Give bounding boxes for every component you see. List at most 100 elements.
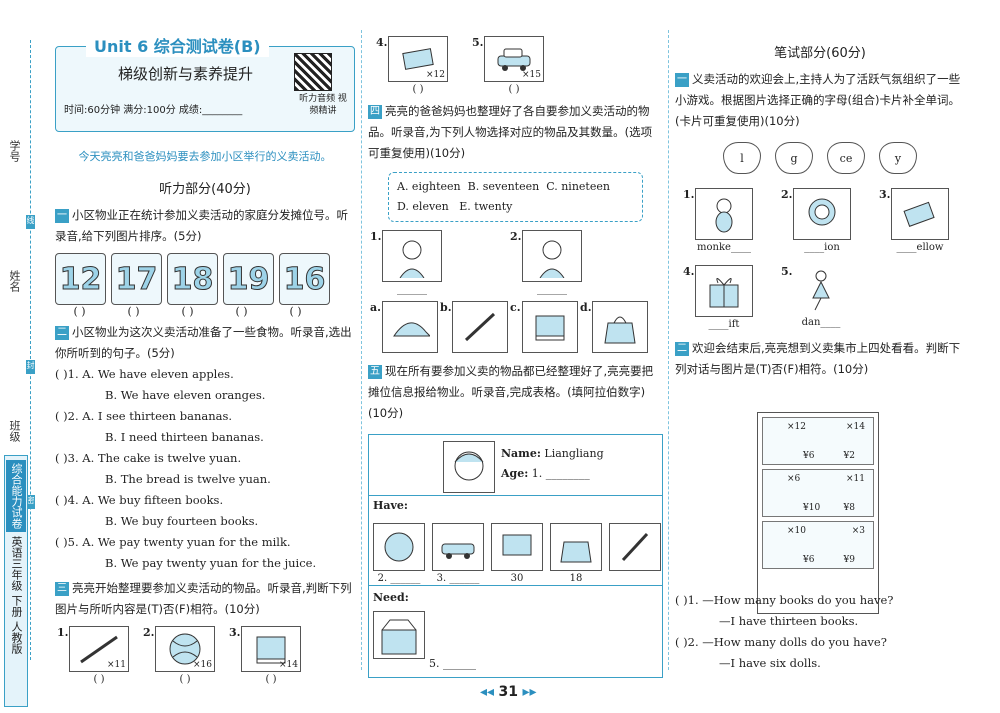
have-item: 30 <box>491 523 543 584</box>
answer-blank[interactable]: ( ) <box>289 305 302 318</box>
shelf-row: ×10 ×3 ¥6 ¥9 <box>762 521 874 569</box>
list-item[interactable]: ( )4. A. We buy fifteen books. <box>55 493 224 507</box>
heart-card[interactable]: ce <box>827 142 865 174</box>
class-label: 班级 <box>8 420 21 442</box>
answer-blank[interactable]: ( ) <box>412 84 424 95</box>
have-item: 2. ______ <box>373 523 425 584</box>
list-item[interactable]: B. We have eleven oranges. <box>105 388 266 402</box>
writing-section-2-prompt: 二欢迎会结束后,亮亮想到义卖集市上四处看看。判断下列对话与图片是(T)否(F)相… <box>675 341 961 376</box>
tf-item: 3. ×14 ( ) <box>229 626 301 685</box>
book-icon <box>522 301 578 353</box>
list-item[interactable]: B. We pay twenty yuan for the juice. <box>105 556 317 570</box>
tf-picture-row-continued: 4. ×12 ( ) 5. ×15 ( ) <box>376 36 663 95</box>
list-item: —I have thirteen books. <box>719 614 859 628</box>
toy-car-icon: ×15 <box>484 36 544 82</box>
list-item[interactable]: B. The bread is twelve yuan. <box>105 472 271 486</box>
column-middle: 4. ×12 ( ) 5. ×15 ( ) 四亮亮的爸爸妈妈也整理好了各自要参加… <box>368 30 663 678</box>
number-card: 12 <box>55 253 106 305</box>
pen-icon <box>609 523 661 571</box>
people-row: 1. ______ 2. ______ <box>370 230 663 295</box>
list-item[interactable]: ( )1. A. We have eleven apples. <box>55 367 234 381</box>
book-term: 下册 <box>10 595 23 617</box>
number-card: 16 <box>279 253 330 305</box>
section-5-prompt: 五现在所有要参加义卖的物品都已经整理好了,亮亮要把摊位信息报给物业。听录音,完成… <box>368 364 654 420</box>
section-4-prompt: 四亮亮的爸爸妈妈也整理好了各自要参加义卖活动的物品。听录音,为下列人物选择对应的… <box>368 104 653 160</box>
sentence-choice-list: ( )1. A. We have eleven apples. B. We ha… <box>55 364 355 574</box>
letter-cards: l g ce y <box>675 142 965 174</box>
section-number: 一 <box>55 209 69 223</box>
answer-blank[interactable]: ( ) <box>179 674 191 685</box>
have-item <box>609 523 661 584</box>
exam-meta: 时间:60分钟 满分:100分 成绩:________ <box>64 105 243 116</box>
number-card: 19 <box>223 253 274 305</box>
column-left: Unit 6 综合测试卷(B) 梯级创新与素养提升 时间:60分钟 满分:100… <box>55 30 355 685</box>
age-blank[interactable]: 1. ________ <box>531 467 590 480</box>
heart-card[interactable]: y <box>879 142 917 174</box>
need-blank[interactable]: 5. ______ <box>429 657 476 670</box>
writing-part-title: 笔试部分(60分) <box>774 46 866 61</box>
number-options-box: A. eighteen B. seventeen C. nineteen D. … <box>388 172 643 222</box>
answer-blank[interactable]: ______ <box>397 284 427 295</box>
person-mom: 1. ______ <box>370 230 442 295</box>
word-picture-row: 1.monke____ 2.____ion 3.____ellow <box>683 188 965 253</box>
student-no-label: 学号 <box>8 140 21 162</box>
object-option[interactable]: a. <box>370 301 438 353</box>
tf-picture-row: 1. ×11 ( ) 2. ×16 ( ) 3. ×14 ( ) <box>57 626 355 685</box>
list-item[interactable]: B. I need thirteen bananas. <box>105 430 264 444</box>
book-grade: 英语三年级 <box>10 536 23 591</box>
name-value: Liangliang <box>544 447 604 460</box>
stall-number-cards: 12 17 18 19 16 <box>55 253 355 305</box>
eraser-icon: ×12 <box>388 36 448 82</box>
list-item[interactable]: ( )2. —How many dolls do you have? <box>675 635 887 649</box>
heart-card[interactable]: g <box>775 142 813 174</box>
shelf-row: ×6 ×11 ¥10 ¥8 <box>762 469 874 517</box>
list-item[interactable]: ( )5. A. We pay twenty yuan for the milk… <box>55 535 291 549</box>
heart-card[interactable]: l <box>723 142 761 174</box>
answer-blank[interactable]: ( ) <box>181 305 194 318</box>
answer-blank[interactable]: ( ) <box>73 305 86 318</box>
page-title: Unit 6 综合测试卷(B) <box>86 33 269 57</box>
cut-marker: 线 <box>26 215 35 229</box>
object-option[interactable]: c. <box>510 301 578 353</box>
need-label: Need: <box>373 591 409 604</box>
answer-blank[interactable]: ( ) <box>127 305 140 318</box>
book-icon: ×14 <box>241 626 301 672</box>
answer-blank[interactable]: ( ) <box>235 305 248 318</box>
list-item[interactable]: ( )1. —How many books do you have? <box>675 593 894 607</box>
cut-marker: 封 <box>26 360 35 374</box>
section-2-prompt: 二小区物业为这次义卖活动准备了一些食物。听录音,选出你所听到的句子。(5分) <box>55 325 352 360</box>
page-number: ◂◂ 31 ▸▸ <box>480 684 537 700</box>
dialog-list: ( )1. —How many books do you have? —I ha… <box>675 590 965 674</box>
answer-blank[interactable]: ( ) <box>265 674 277 685</box>
lion-icon <box>793 188 851 240</box>
market-shelf: ×12 ×14 ¥6 ¥2 ×6 ×11 ¥10 ¥8 ×10 ×3 ¥6 ¥9 <box>757 412 879 614</box>
list-item[interactable]: ( )2. A. I see thirteen bananas. <box>55 409 233 423</box>
page-subtitle: 梯级创新与素养提升 <box>118 65 254 83</box>
section-number: 三 <box>55 582 69 596</box>
column-right: 笔试部分(60分) 一义卖活动的欢迎会上,主持人为了活跃气氛组织了一些小游戏。根… <box>675 30 965 670</box>
toy-car-icon <box>432 523 484 571</box>
list-item: —I have six dolls. <box>719 656 821 670</box>
object-option[interactable]: b. <box>440 301 508 353</box>
answer-blank[interactable]: ______ <box>537 284 567 295</box>
answer-blank[interactable]: ( ) <box>508 84 520 95</box>
section-number: 二 <box>675 342 689 356</box>
tf-item: 1. ×11 ( ) <box>57 626 129 685</box>
list-item[interactable]: B. We buy fourteen books. <box>105 514 259 528</box>
number-card: 18 <box>167 253 218 305</box>
object-option[interactable]: d. <box>580 301 648 353</box>
section-number: 四 <box>368 105 382 119</box>
shelf-row: ×12 ×14 ¥6 ¥2 <box>762 417 874 465</box>
name-label: 姓名 <box>8 270 21 292</box>
person-dad: 2. ______ <box>510 230 582 295</box>
answer-blank[interactable]: ( ) <box>93 674 105 685</box>
dancer-icon <box>793 265 849 315</box>
qr-code-icon[interactable] <box>294 53 332 91</box>
section-number: 二 <box>55 326 69 340</box>
boy-avatar-icon <box>443 441 495 493</box>
list-item[interactable]: ( )3. A. The cake is twelve yuan. <box>55 451 242 465</box>
have-item: 18 <box>550 523 602 584</box>
intro-text: 今天亮亮和爸爸妈妈要去参加小区举行的义卖活动。 <box>78 150 332 163</box>
man-icon <box>522 230 582 282</box>
word-picture-row: 4.____ift 5.dan____ <box>683 265 965 330</box>
